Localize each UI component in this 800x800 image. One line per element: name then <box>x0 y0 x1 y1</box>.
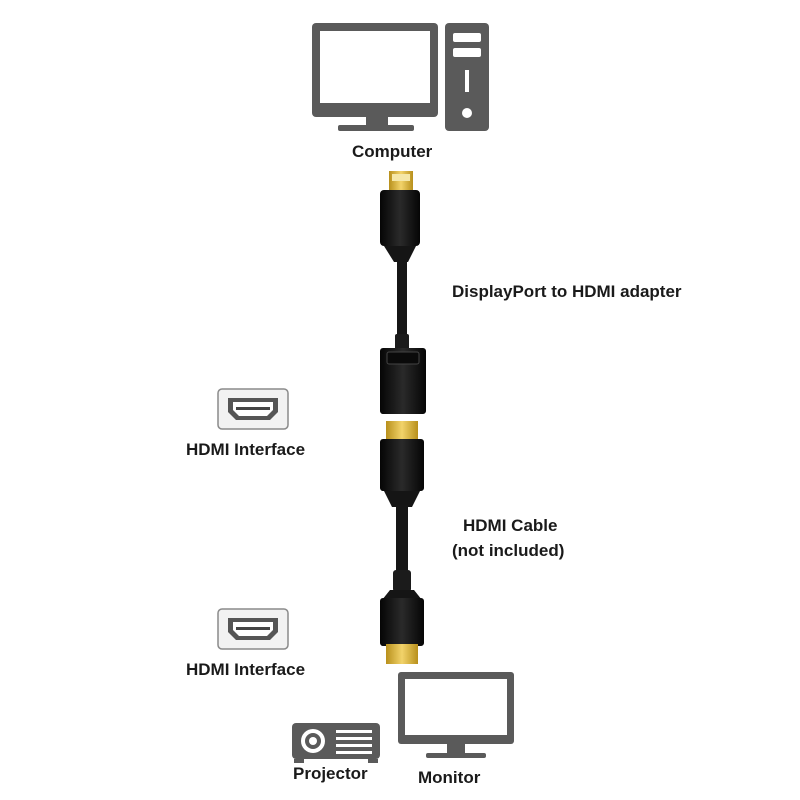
adapter-cable <box>397 260 407 348</box>
hdmi-interface-label-top: HDMI Interface <box>186 440 306 459</box>
adapter-label: DisplayPort to HDMI adapter <box>452 282 682 301</box>
hdmi-female-housing <box>380 348 426 414</box>
hdmi-interface-label-bottom: HDMI Interface <box>186 660 306 679</box>
desktop-computer-icon <box>312 23 489 131</box>
monitor-icon <box>398 672 514 758</box>
hdmi-port-icon <box>217 608 289 650</box>
monitor-label: Monitor <box>418 768 481 787</box>
projector-icon <box>292 723 380 763</box>
hdmi-male-plug-bottom <box>380 590 424 664</box>
computer-label: Computer <box>352 142 433 161</box>
displayport-plug <box>380 171 420 262</box>
hdmi-cable-note: (not included) <box>452 541 565 560</box>
hdmi-male-plug-top <box>380 421 424 507</box>
projector-label: Projector <box>293 764 368 783</box>
hdmi-cable-label: HDMI Cable <box>463 516 558 535</box>
hdmi-port-icon <box>217 388 289 430</box>
